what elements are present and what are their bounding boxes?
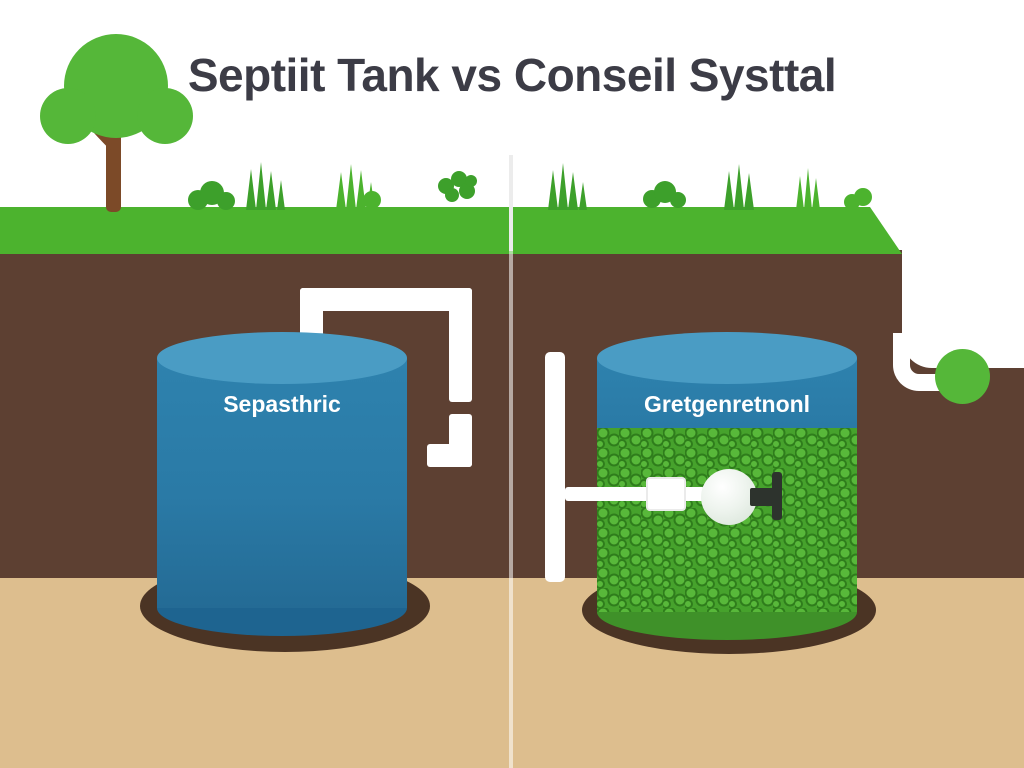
inlet-pipe-horizontal bbox=[300, 288, 472, 311]
left-tank-top-cap bbox=[157, 332, 407, 384]
clover-icon bbox=[438, 171, 477, 202]
outlet-pipe-elbow-icon bbox=[893, 333, 941, 391]
grass-tuft-icon bbox=[724, 164, 754, 210]
tree-canopy bbox=[40, 88, 96, 144]
grass-strip bbox=[0, 207, 902, 254]
shrub-icon bbox=[363, 191, 381, 209]
tree-canopy bbox=[137, 88, 193, 144]
small-tree-icon bbox=[935, 349, 990, 404]
tree-icon bbox=[40, 34, 193, 212]
valve-handle bbox=[772, 472, 782, 520]
grass-tuft-icon bbox=[246, 162, 285, 210]
page-title: Septiit Tank vs Conseil Systtal bbox=[187, 49, 837, 101]
shrub-icon bbox=[844, 188, 872, 210]
right-tank-top-cap bbox=[597, 332, 857, 384]
valve-body bbox=[750, 488, 776, 506]
left-tank-label: Sepasthric bbox=[223, 391, 341, 417]
valve-icon bbox=[750, 472, 792, 520]
shrub-icon bbox=[188, 181, 235, 210]
inlet-pipe-downpipe bbox=[449, 288, 472, 402]
grass-decorations bbox=[188, 162, 872, 210]
right-tank-label: Gretgenretnonl bbox=[643, 391, 811, 417]
inlet-pipe-elbow-foot bbox=[427, 444, 472, 467]
float-ball-icon bbox=[701, 469, 757, 525]
shrub-icon bbox=[643, 181, 686, 208]
standpipe bbox=[545, 352, 565, 582]
grass-tuft-icon bbox=[548, 163, 587, 210]
divider-line bbox=[509, 155, 513, 768]
left-tank-body bbox=[157, 358, 407, 608]
pipe-coupling bbox=[646, 477, 686, 511]
grass-tuft-icon bbox=[796, 168, 820, 210]
